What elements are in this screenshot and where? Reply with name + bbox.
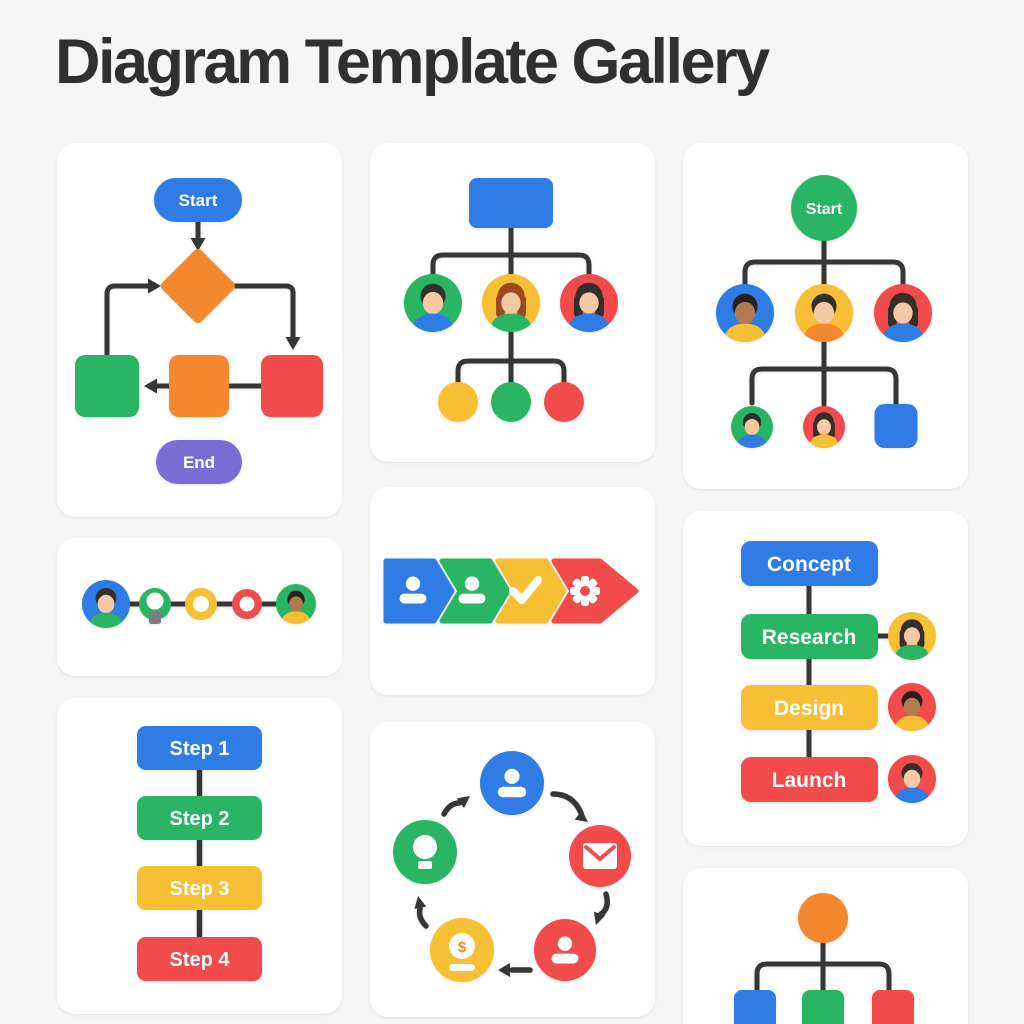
step-label: Step 4 — [169, 949, 230, 971]
cycle-arrows — [416, 791, 610, 973]
step-label: Step 3 — [169, 878, 229, 900]
root-box — [469, 178, 553, 228]
template-card-org-chart-partial[interactable] — [683, 868, 968, 1024]
leaf-circle-yellow — [438, 382, 478, 422]
template-card-org-chart-start[interactable]: Start — [683, 143, 968, 489]
leaf-box-green — [802, 990, 844, 1024]
connector-lines — [430, 225, 592, 388]
template-card-steps[interactable]: Step 1 Step 2 Step 3 Step 4 — [57, 698, 342, 1014]
step-label: Step 2 — [169, 808, 229, 830]
page-title: Diagram Template Gallery — [55, 27, 770, 97]
flowchart-diagram: Start End — [75, 178, 323, 484]
start-label: Start — [806, 201, 843, 218]
phase-box-design — [741, 685, 878, 730]
timeline-diagram — [57, 538, 342, 676]
lightbulb-node-green — [393, 820, 457, 884]
dollar-node-yellow: $ — [430, 918, 494, 982]
org-chart-partial-diagram — [734, 893, 914, 1024]
process-box-green — [75, 355, 139, 417]
check-icon — [509, 576, 542, 604]
user-node-blue — [480, 751, 544, 815]
template-card-project-phases[interactable]: Concept Research Design Launch — [683, 511, 968, 846]
decision-diamond — [161, 249, 235, 323]
template-card-flowchart[interactable]: Start End — [57, 143, 342, 517]
phase-label: Design — [774, 697, 844, 720]
org-chart-start-diagram: Start — [683, 175, 968, 449]
start-label: Start — [179, 191, 218, 210]
phase-box-research — [741, 614, 878, 659]
avatar-design — [888, 683, 936, 733]
avatar-icon — [276, 584, 316, 625]
template-card-org-chart[interactable] — [370, 143, 655, 462]
gear-icon — [570, 576, 600, 606]
avatar-woman-red — [560, 274, 618, 334]
avatar-man-blue — [716, 284, 774, 344]
leaf-box-red — [872, 990, 914, 1024]
arrowheads — [414, 796, 606, 977]
process-box-orange — [169, 355, 229, 417]
phase-label: Launch — [772, 769, 847, 792]
end-node — [156, 440, 242, 484]
template-card-cycle[interactable]: $ — [370, 722, 655, 1017]
template-card-timeline[interactable] — [57, 538, 342, 676]
step-box-3 — [137, 866, 262, 910]
mail-node-red — [569, 825, 631, 887]
phase-label: Concept — [767, 553, 851, 576]
avatar-icon — [82, 580, 130, 630]
leaf-box-blue — [874, 404, 918, 448]
avatar-woman-red — [874, 284, 932, 344]
avatar-launch — [888, 755, 936, 805]
root-circle-orange — [798, 893, 848, 943]
end-label: End — [183, 453, 215, 472]
step-box-4 — [137, 937, 262, 981]
avatar-small-green — [731, 406, 773, 449]
user-node-red — [534, 919, 596, 981]
phase-label: Research — [762, 626, 857, 649]
chevron-green — [439, 558, 511, 624]
ring-icon — [232, 589, 262, 619]
avatar-small-red — [803, 406, 845, 449]
avatar-woman-yellow — [482, 274, 540, 334]
avatar-person-yellow — [795, 284, 853, 344]
avatar-man-green — [404, 274, 462, 334]
phase-box-concept — [741, 541, 878, 586]
cycle-diagram: $ — [393, 751, 631, 982]
start-node — [791, 175, 857, 241]
step-label: Step 1 — [169, 738, 229, 760]
lightbulb-icon — [139, 588, 171, 624]
project-phases-diagram: Concept Research Design Launch — [741, 541, 968, 846]
connector-lines — [806, 583, 892, 760]
connector-lines — [742, 238, 906, 408]
org-chart-diagram — [370, 178, 655, 422]
steps-diagram: Step 1 Step 2 Step 3 Step 4 — [137, 726, 262, 981]
start-node — [154, 178, 242, 222]
dollar-icon: $ — [458, 939, 467, 956]
leaf-circle-red — [544, 382, 584, 422]
ring-icon — [185, 588, 217, 620]
template-card-process-arrows[interactable] — [370, 487, 655, 695]
chevron-blue — [383, 558, 455, 624]
step-box-1 — [137, 726, 262, 770]
process-arrows-diagram — [383, 558, 639, 624]
connector-lines — [754, 940, 892, 995]
step-box-2 — [137, 796, 262, 840]
leaf-circle-green — [491, 382, 531, 422]
process-box-red — [261, 355, 323, 417]
arrowheads — [144, 238, 301, 394]
leaf-box-blue — [734, 990, 776, 1024]
phase-box-launch — [741, 757, 878, 802]
avatar-research — [888, 612, 936, 662]
